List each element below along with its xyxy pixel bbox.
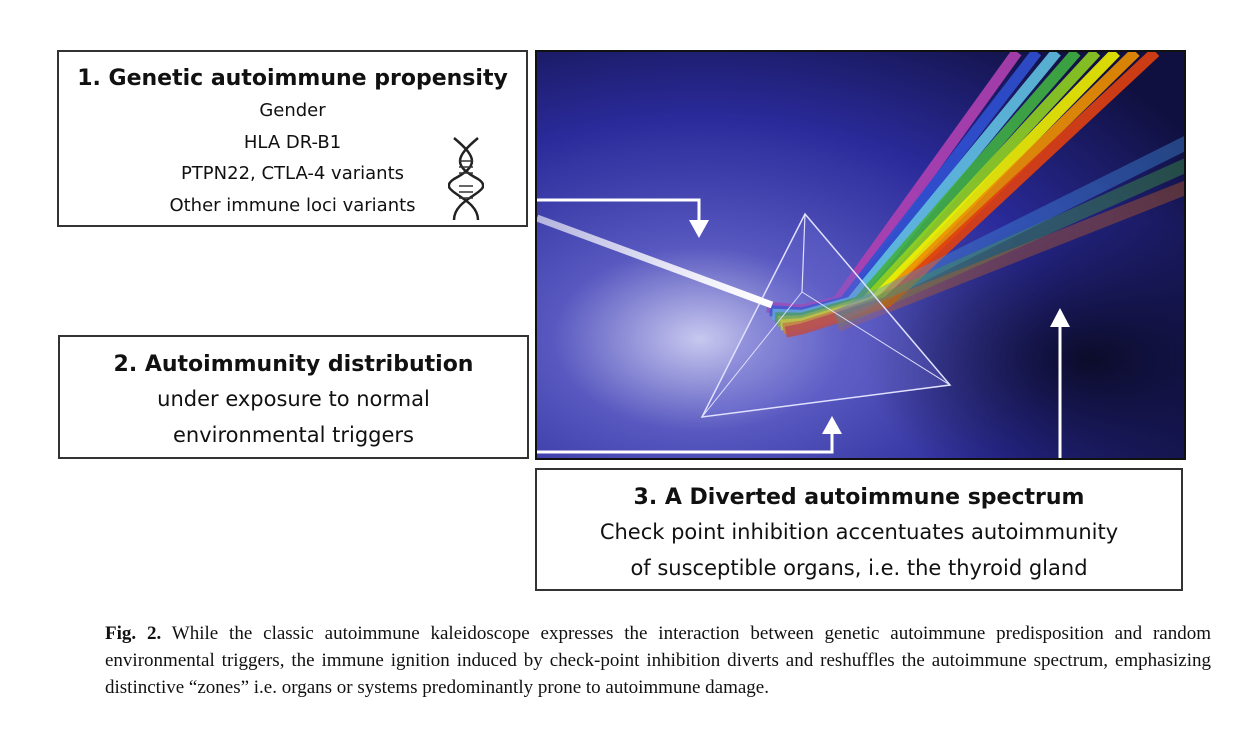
arrow-distribution [537, 432, 834, 454]
distribution-line: environmental triggers [173, 423, 414, 447]
prism [700, 212, 952, 418]
diverted-spectrum-box: 3. A Diverted autoimmune spectrum Check … [535, 468, 1183, 591]
genetic-item: HLA DR-B1 [243, 131, 342, 153]
genetic-propensity-title: 1. Genetic autoimmune propensity [77, 66, 508, 91]
caption-text: While the classic autoimmune kaleidoscop… [105, 623, 1211, 698]
distribution-line: under exposure to normal [157, 387, 430, 411]
diffuse-ray [834, 180, 1184, 332]
distribution-title: 2. Autoimmunity distribution [113, 352, 474, 377]
figure-caption: Fig. 2. While the classic autoimmune kal… [105, 620, 1211, 701]
diffuse-ray [834, 158, 1184, 328]
diffuse-ray [833, 136, 1184, 324]
genetic-item: Gender [259, 100, 326, 121]
autoimmunity-distribution-box: 2. Autoimmunity distribution under expos… [58, 335, 529, 459]
spectrum-ray [784, 52, 1160, 338]
caption-label: Fig. 2. [105, 623, 162, 644]
diverted-line: of susceptible organs, i.e. the thyroid … [630, 556, 1088, 580]
arrows [537, 198, 1070, 458]
prism-illustration [535, 50, 1186, 460]
genetic-item: Other immune loci variants [169, 194, 416, 216]
diverted-title: 3. A Diverted autoimmune spectrum [633, 485, 1085, 510]
dna-icon [448, 137, 484, 221]
genetic-item: PTPN22, CTLA-4 variants [180, 163, 405, 184]
genetic-propensity-box: 1. Genetic autoimmune propensity Gender … [57, 50, 528, 227]
diverted-line: Check point inhibition accentuates autoi… [599, 520, 1119, 544]
white-light-beam [537, 214, 774, 309]
arrow-genetic [537, 198, 701, 222]
